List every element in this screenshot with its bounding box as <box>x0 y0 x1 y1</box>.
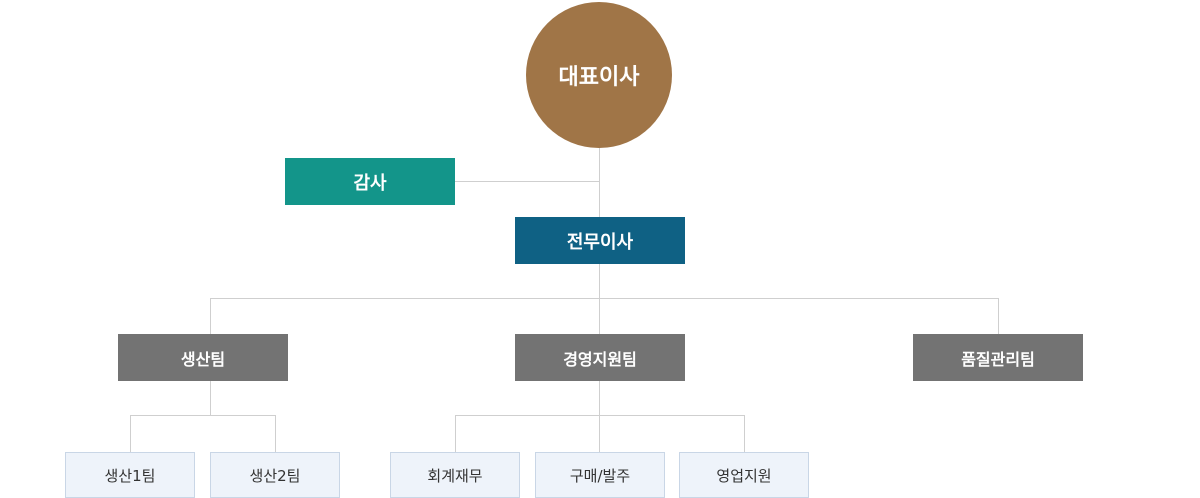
audit-label: 감사 <box>353 172 387 194</box>
production-unit-2-node: 생산2팀 <box>210 452 340 498</box>
management-unit-purchasing-node: 구매/발주 <box>535 452 665 498</box>
connector-production-down <box>210 381 211 416</box>
audit-node: 감사 <box>285 158 455 205</box>
connector-management-unit3-drop <box>744 415 745 452</box>
management-unit-sales-support-label: 영업지원 <box>716 466 772 485</box>
connector-production-unit2-drop <box>275 415 276 452</box>
connector-ceo-director <box>599 148 600 217</box>
director-node: 전무이사 <box>515 217 685 264</box>
management-unit-finance-label: 회계재무 <box>427 466 483 485</box>
connector-production-unit1-drop <box>130 415 131 452</box>
production-unit-1-node: 생산1팀 <box>65 452 195 498</box>
management-unit-purchasing-label: 구매/발주 <box>569 466 631 485</box>
management-team-node: 경영지원팀 <box>515 334 685 381</box>
connector-teams-horizontal <box>210 298 999 299</box>
connector-management-down <box>599 381 600 452</box>
quality-team-node: 품질관리팀 <box>913 334 1083 381</box>
production-team-label: 생산팀 <box>180 349 226 369</box>
management-unit-sales-support-node: 영업지원 <box>679 452 809 498</box>
connector-director-teams <box>599 264 600 334</box>
management-team-label: 경영지원팀 <box>563 349 637 369</box>
connector-management-unit1-drop <box>455 415 456 452</box>
connector-audit <box>455 181 600 182</box>
connector-quality-drop <box>998 298 999 334</box>
director-label: 전무이사 <box>566 231 634 253</box>
ceo-label: 대표이사 <box>558 65 640 90</box>
production-team-node: 생산팀 <box>118 334 288 381</box>
production-unit-1-label: 생산1팀 <box>104 466 156 485</box>
connector-production-drop <box>210 298 211 334</box>
ceo-node: 대표이사 <box>526 2 672 148</box>
production-unit-2-label: 생산2팀 <box>249 466 301 485</box>
quality-team-label: 품질관리팀 <box>961 349 1035 369</box>
connector-management-units-horizontal <box>455 415 745 416</box>
connector-production-units-horizontal <box>130 415 276 416</box>
management-unit-finance-node: 회계재무 <box>390 452 520 498</box>
